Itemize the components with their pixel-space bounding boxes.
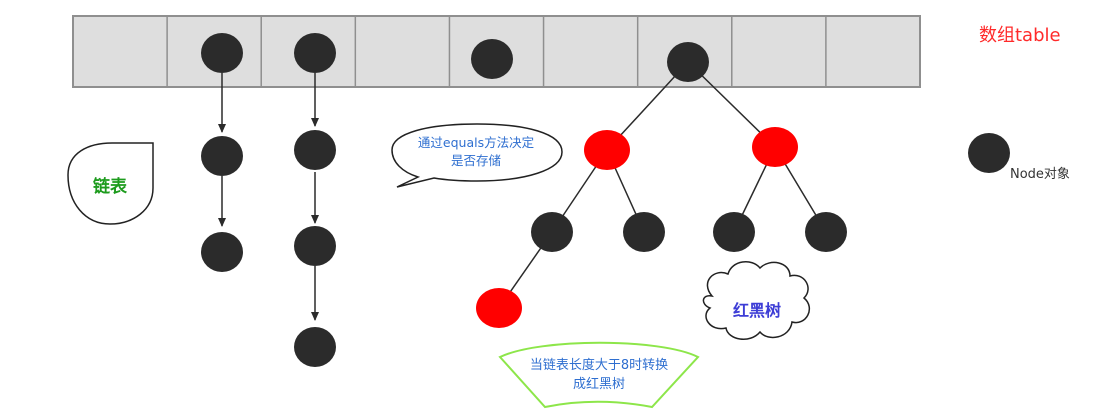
tree-node-black [713,212,755,252]
equals-bubble [391,123,563,188]
list-node [294,226,336,266]
list-node [294,327,336,367]
red-black-tree-label: 红黑树 [733,301,781,320]
array-node [294,33,336,73]
node-object-label: Node对象 [1010,167,1070,182]
tree-node-black [623,212,665,252]
list-node [201,232,243,272]
conversion-note-line1: 当链表长度大于8时转换 [530,357,668,373]
cloud-shape [702,261,810,340]
tree-root-node [667,42,709,82]
red-black-tree-callout: 红黑树 [702,261,810,340]
linked-list-arrows [218,73,319,321]
array-table-label: 数组table [979,25,1061,46]
tree-node-black [531,212,573,252]
equals-note-line2: 是否存储 [451,153,501,168]
equals-callout: 通过equals方法决定 是否存储 [391,123,563,188]
array-slot-nodes [201,33,709,82]
tree-nodes [476,127,847,328]
list-node [294,130,336,170]
tree-node-red [476,288,522,328]
array-slot-dividers [166,16,827,87]
conversion-banner [498,341,700,409]
tree-node-red [752,127,798,167]
linked-list-callout: 链表 [67,142,154,225]
tree-node-black [805,212,847,252]
linked-list-label: 链表 [93,176,128,197]
linked-list-nodes [201,130,336,367]
equals-note-line1: 通过equals方法决定 [418,135,534,150]
tree-node-red [584,130,630,170]
legend-node [968,133,1010,173]
conversion-note-line2: 成红黑树 [573,376,625,392]
array-node [201,33,243,73]
list-node [201,136,243,176]
conversion-callout: 当链表长度大于8时转换 成红黑树 [498,341,700,409]
linked-list-bubble [67,142,154,225]
array-node [471,39,513,79]
